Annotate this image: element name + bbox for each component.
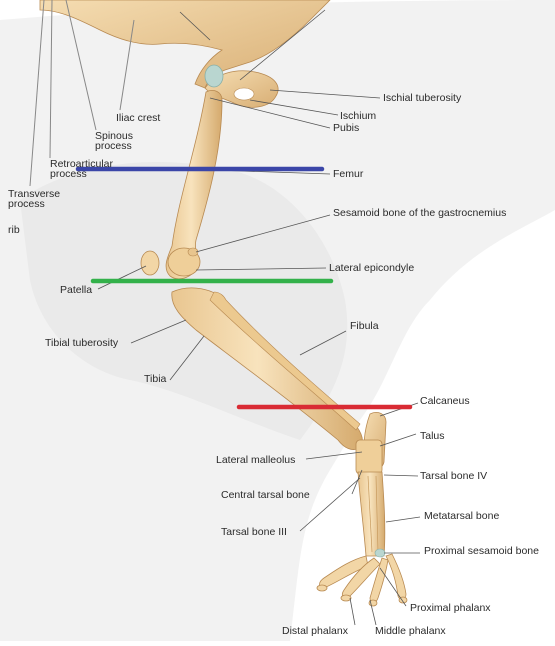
label-tibial-tuberosity: Tibial tuberosity (45, 338, 118, 349)
label-ischial-tuberosity: Ischial tuberosity (383, 93, 461, 104)
label-central-tarsal-bone: Central tarsal bone (221, 490, 310, 501)
label-sesamoid-gastrocnemius: Sesamoid bone of the gastrocnemius (333, 208, 506, 219)
phalanges (317, 554, 407, 606)
label-talus: Talus (420, 431, 445, 442)
label-retroarticular-process: Retroarticular process (50, 159, 113, 179)
label-calcaneus: Calcaneus (420, 396, 470, 407)
label-distal-phalanx: Distal phalanx (282, 626, 348, 637)
label-proximal-sesamoid-bone: Proximal sesamoid bone (424, 546, 539, 557)
obturator-foramen (234, 88, 254, 100)
label-transverse-process: Transverse process (8, 189, 60, 209)
label-proximal-phalanx: Proximal phalanx (410, 603, 491, 614)
label-tarsal-bone-iv: Tarsal bone IV (420, 471, 487, 482)
label-iliac-crest: Iliac crest (116, 113, 160, 124)
tarsal-block (356, 440, 382, 474)
acetabulum-joint (205, 65, 223, 87)
label-tibia: Tibia (144, 374, 166, 385)
label-lateral-epicondyle: Lateral epicondyle (329, 263, 414, 274)
label-middle-phalanx: Middle phalanx (375, 626, 446, 637)
sesamoid-bone (375, 549, 385, 557)
label-rib: rib (8, 225, 20, 236)
label-patella: Patella (60, 285, 92, 296)
label-metatarsal-bone: Metatarsal bone (424, 511, 499, 522)
label-ischium: Ischium (340, 111, 376, 122)
patella-bone (141, 251, 159, 275)
label-lateral-malleolus: Lateral malleolus (216, 455, 295, 466)
label-femur: Femur (333, 169, 363, 180)
label-fibula: Fibula (350, 321, 379, 332)
label-spinous-process: Spinous process (95, 131, 133, 151)
label-pubis: Pubis (333, 123, 359, 134)
label-tarsal-bone-iii: Tarsal bone III (221, 527, 287, 538)
